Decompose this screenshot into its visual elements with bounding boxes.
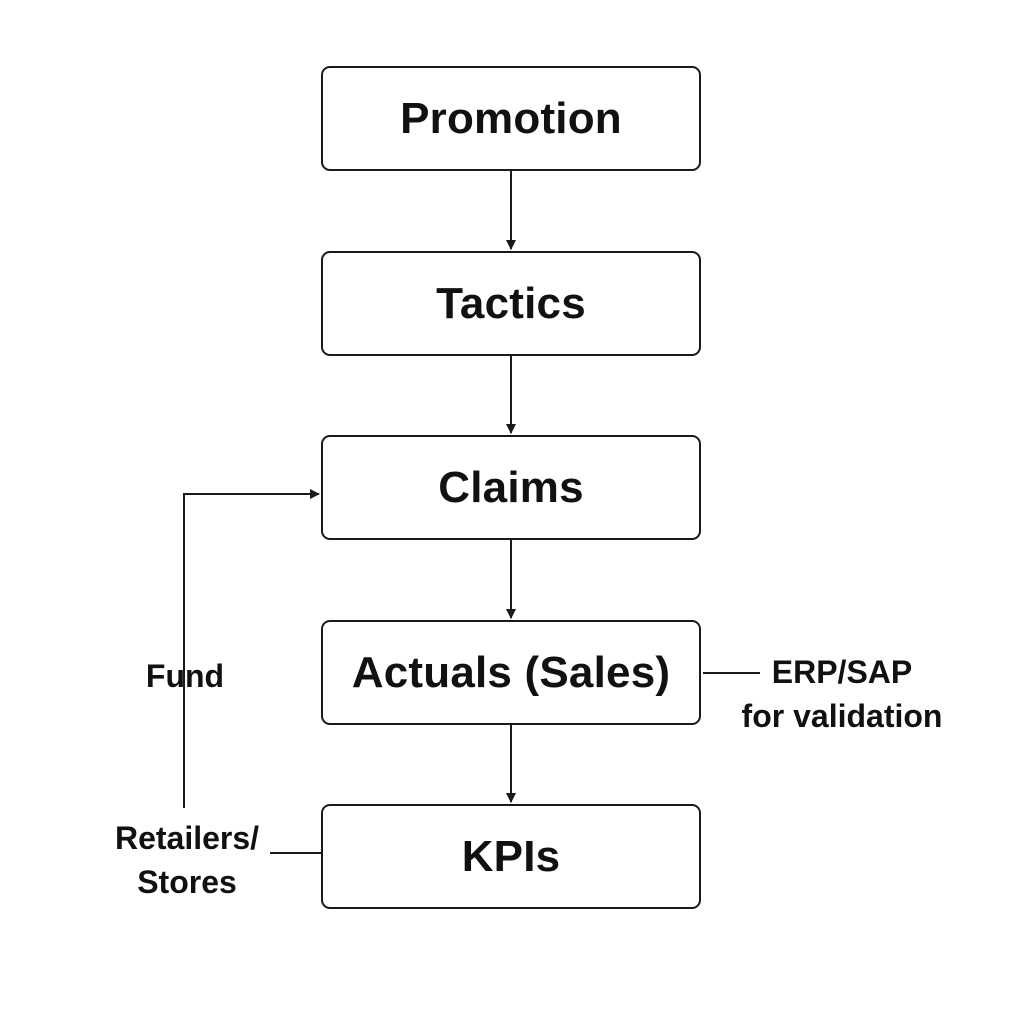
fund-label: Fund bbox=[110, 654, 260, 698]
actuals-label: Actuals (Sales) bbox=[351, 647, 671, 697]
erp-sap-line: ERP/SAP bbox=[771, 654, 913, 690]
actuals-box: Actuals (Sales) bbox=[321, 620, 701, 725]
stores-line: Stores bbox=[137, 864, 237, 900]
erp-sap-label: ERP/SAP for validation bbox=[722, 650, 962, 738]
tactics-box: Tactics bbox=[321, 251, 701, 356]
promotion-label: Promotion bbox=[400, 93, 622, 143]
promotion-box: Promotion bbox=[321, 66, 701, 171]
retailers-stores-label: Retailers/ Stores bbox=[92, 816, 282, 904]
validation-line: for validation bbox=[741, 698, 943, 734]
claims-label: Claims bbox=[438, 462, 584, 512]
retailers-line: Retailers/ bbox=[114, 820, 260, 856]
claims-box: Claims bbox=[321, 435, 701, 540]
fund-text: Fund bbox=[145, 658, 225, 694]
kpis-label: KPIs bbox=[461, 831, 561, 881]
arrow-fund-to-claims bbox=[183, 489, 320, 808]
kpis-box: KPIs bbox=[321, 804, 701, 909]
tactics-label: Tactics bbox=[436, 278, 586, 328]
